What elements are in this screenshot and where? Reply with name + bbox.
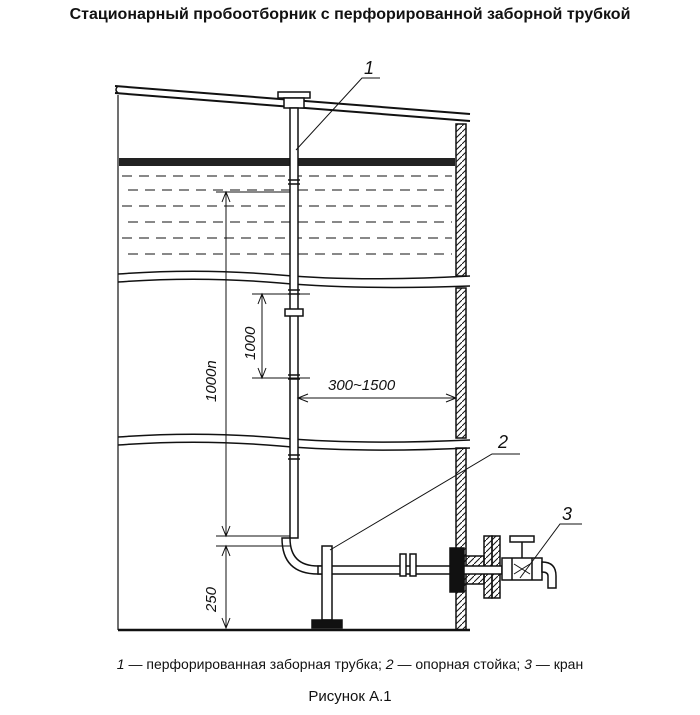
dim-1000-text: 1000: [242, 326, 259, 360]
dim-300-1500: [296, 393, 458, 403]
callout-leaders: [295, 77, 582, 579]
dim-250-text: 250: [203, 586, 220, 613]
legend-text-3: — кран: [531, 656, 584, 672]
section-breaks: [117, 95, 471, 630]
tank-roof: [114, 85, 471, 122]
liquid: [119, 158, 455, 255]
legend-text-1: — перфорированная заборная трубка;: [124, 656, 386, 672]
legend-text-2: — опорная стойка;: [393, 656, 525, 672]
dim-250: [216, 544, 290, 630]
dim-300-1500-text: 300~1500: [328, 377, 396, 394]
wall-flange: [449, 535, 503, 599]
support-post: [311, 545, 343, 629]
outlet-pipe: [317, 553, 459, 577]
dim-1000n: [216, 190, 290, 538]
perforated-intake-tube: [281, 107, 323, 575]
legend: 1 — перфорированная заборная трубка; 2 —…: [0, 656, 700, 672]
valve: [501, 535, 557, 589]
callout-2: 2: [497, 432, 508, 452]
page-title: Стационарный пробоотборник с перфорирова…: [69, 6, 631, 23]
legend-num-2: 2: [385, 656, 394, 672]
legend-num-3: 3: [524, 656, 532, 672]
callout-3: 3: [562, 504, 572, 524]
dim-1000n-text: 1000n: [203, 360, 220, 402]
legend-num-1: 1: [116, 656, 125, 672]
callout-1: 1: [364, 58, 374, 78]
figure-label: Рисунок А.1: [308, 688, 392, 705]
dim-1000: [252, 292, 310, 380]
